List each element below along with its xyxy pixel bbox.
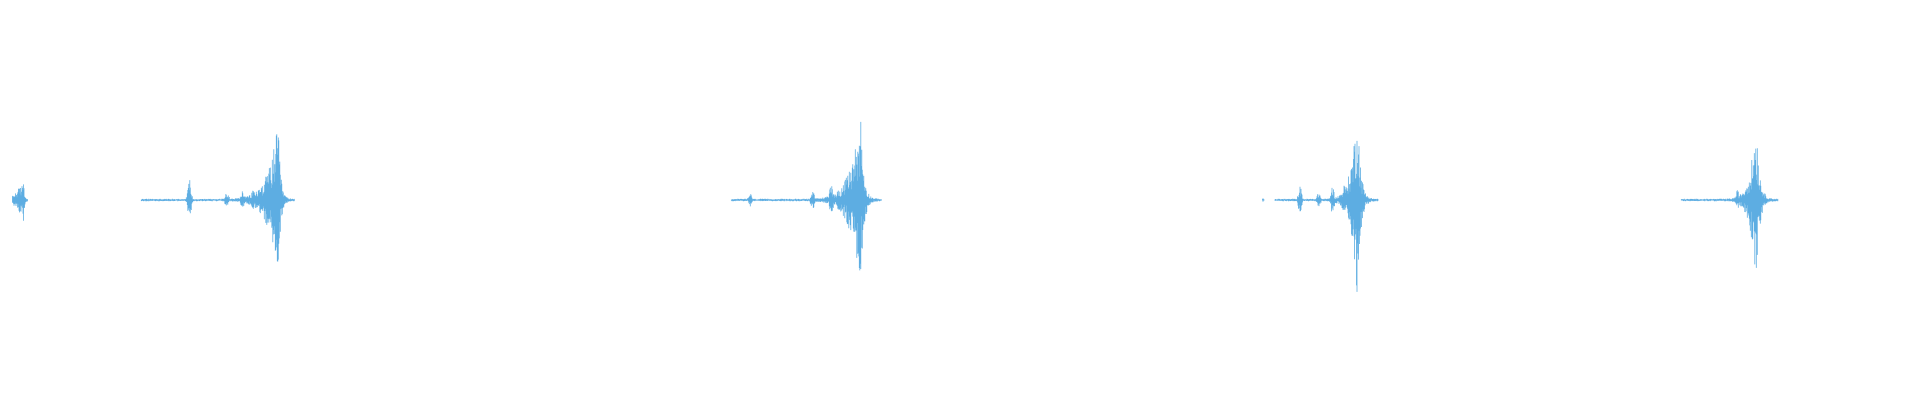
waveform-burst-3 (730, 121, 882, 271)
waveform-burst-5 (1274, 140, 1379, 292)
waveform-burst-4 (1262, 198, 1265, 202)
waveform-bursts (12, 121, 1779, 292)
waveform-burst-6 (1680, 148, 1779, 268)
waveform-burst-1 (12, 184, 28, 221)
waveform-burst-2 (140, 134, 295, 262)
